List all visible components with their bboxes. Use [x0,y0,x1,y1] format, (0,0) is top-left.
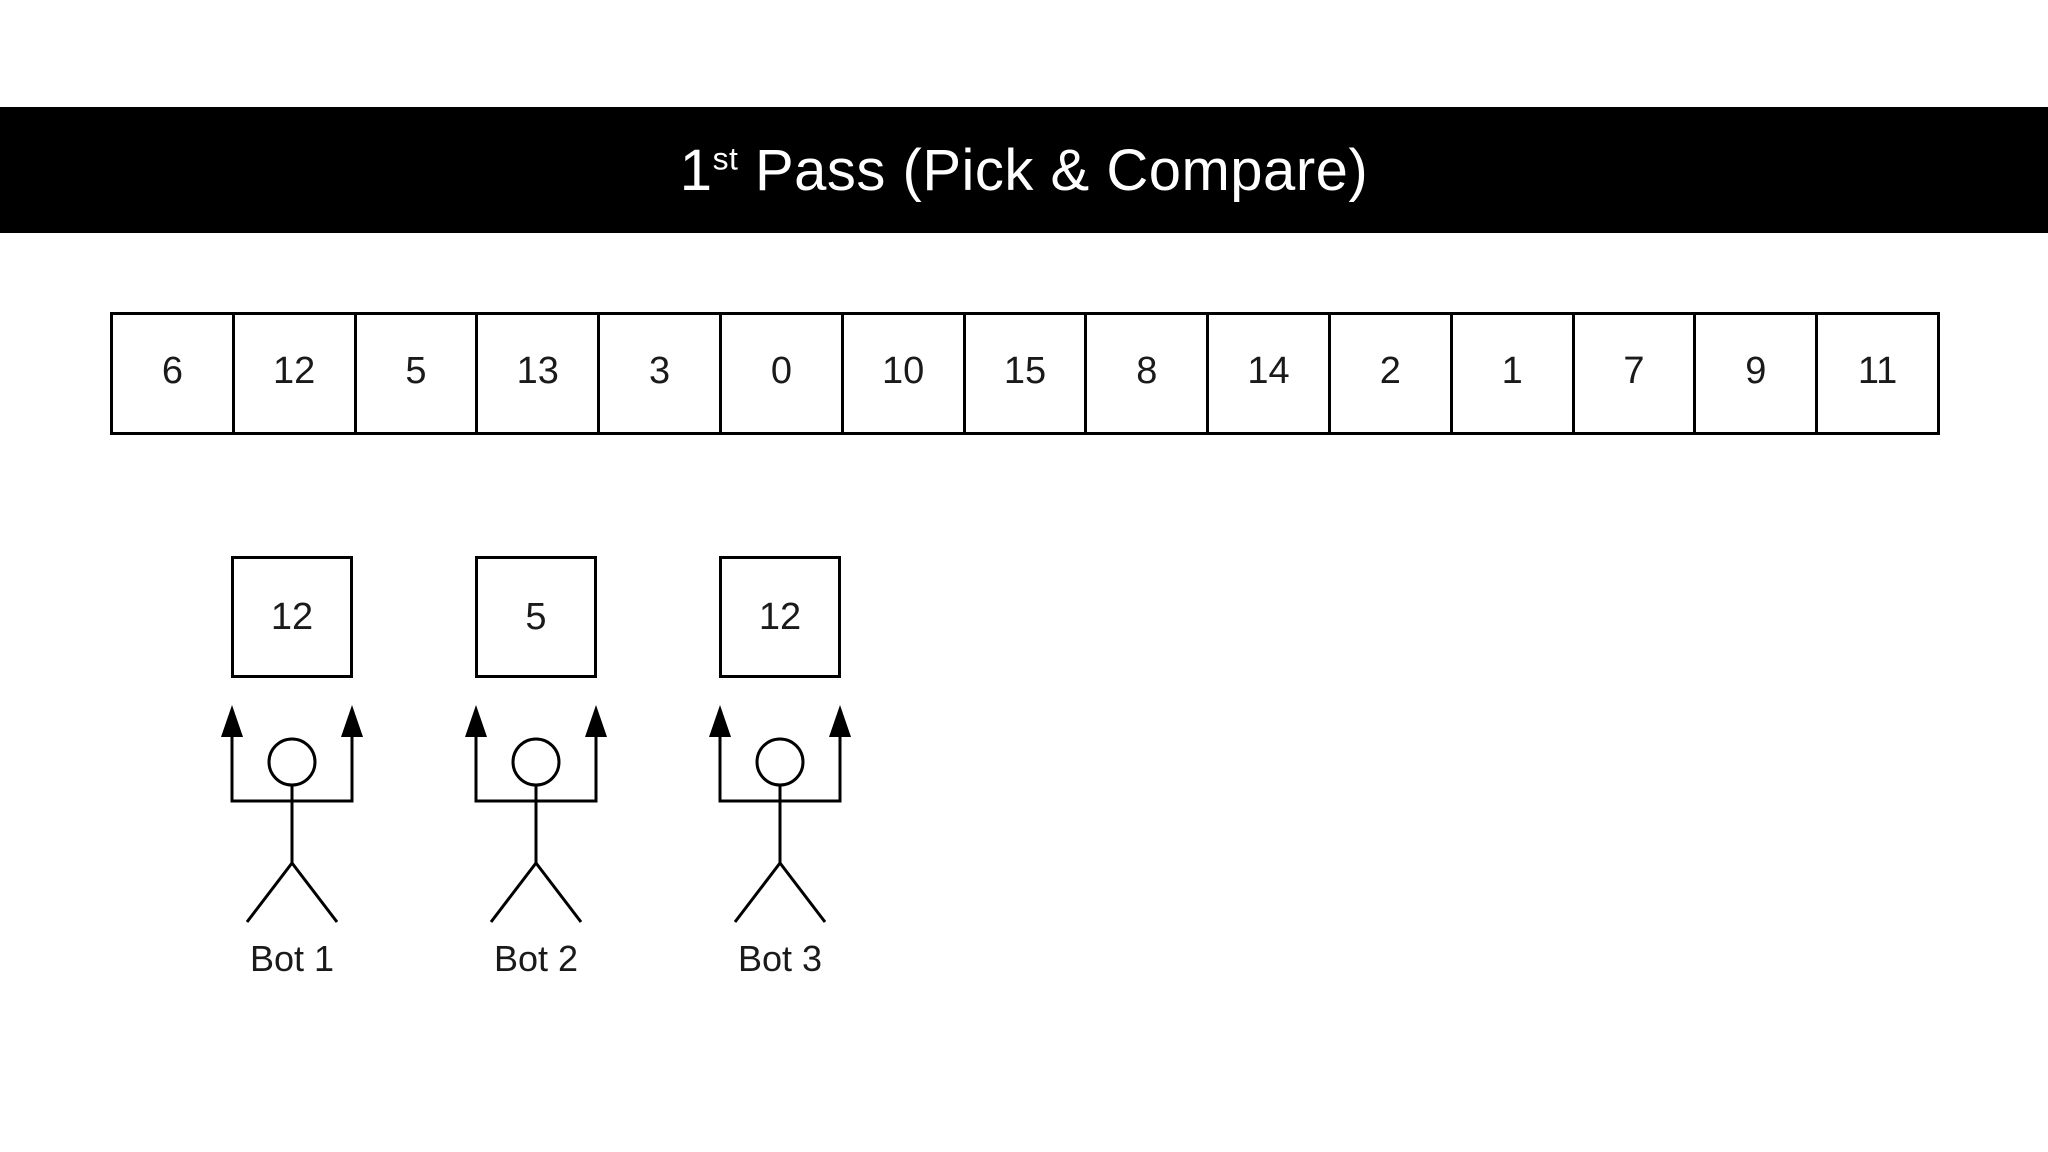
array-value: 1 [1501,350,1523,392]
bot-1-stick-figure [221,705,363,923]
array-cell-4: 3 [597,315,719,432]
array-value: 15 [1003,350,1047,392]
head-circle [267,737,317,787]
array-cell-11: 1 [1449,315,1572,432]
array-value: 9 [1745,350,1767,392]
array-cell-8: 8 [1084,315,1206,432]
right-arm-up-arrow-icon [341,705,363,737]
bot-1-held-value: 12 [270,595,314,638]
number-array: 6 12 5 13 3 0 10 15 8 14 2 1 7 9 11 [110,312,1940,435]
array-cell-5: 0 [718,315,841,432]
bot-3-group: 12 Bot 3 [680,556,880,986]
right-arm-up-arrow-icon [829,705,851,737]
right-leg-line [778,862,827,923]
left-arm-up-arrow-icon [465,705,487,737]
bot-3-label: Bot 3 [737,938,823,979]
array-cell-7: 15 [962,315,1085,432]
array-cell-1: 12 [231,315,354,432]
left-leg-line [489,862,538,923]
right-leg-line [290,862,339,923]
bot-2-label: Bot 2 [493,938,579,979]
array-cell-2: 5 [353,315,476,432]
bot-2-held-value-box: 5 [475,556,597,678]
bot-1-label: Bot 1 [249,938,335,979]
left-leg-line [245,862,294,923]
title-rest: Pass (Pick & Compare) [738,137,1369,203]
head-circle [755,737,805,787]
array-cell-3: 13 [475,315,597,432]
right-leg-line [534,862,583,923]
bot-2-group: 5 Bot 2 [436,556,636,986]
bot-2-stick-figure [465,705,607,923]
array-cell-6: 10 [840,315,963,432]
bot-1-held-value-box: 12 [231,556,353,678]
array-value: 12 [273,350,316,392]
title-banner: 1st Pass (Pick & Compare) [0,107,2048,233]
array-value: 11 [1857,350,1898,392]
array-value: 14 [1247,350,1290,392]
array-value: 5 [405,350,427,392]
array-value: 10 [882,350,925,392]
bot-3-held-value-box: 12 [719,556,841,678]
array-value: 8 [1136,350,1158,392]
array-cell-10: 2 [1327,315,1450,432]
left-arm-up-arrow-icon [221,705,243,737]
bot-2-held-value: 5 [525,595,547,638]
array-value: 7 [1623,350,1645,392]
array-value: 0 [770,350,792,392]
array-cell-0: 6 [113,315,232,432]
title-number: 1 [679,137,713,203]
page-title: 1st Pass (Pick & Compare) [680,137,1368,204]
title-ordinal-superscript: st [712,140,739,177]
array-value: 3 [649,350,671,392]
right-arm-up-arrow-icon [585,705,607,737]
bot-3-stick-figure [709,705,851,923]
array-value: 2 [1379,350,1401,392]
bot-3-held-value: 12 [758,595,802,638]
array-value: 13 [516,350,559,392]
head-circle [511,737,561,787]
array-cell-13: 9 [1693,315,1815,432]
left-leg-line [733,862,782,923]
left-arm-up-arrow-icon [709,705,731,737]
array-cell-9: 14 [1206,315,1328,432]
bot-1-group: 12 Bot 1 [192,556,392,986]
array-cell-12: 7 [1571,315,1694,432]
array-value: 6 [161,350,183,392]
array-cell-14: 11 [1815,315,1937,432]
